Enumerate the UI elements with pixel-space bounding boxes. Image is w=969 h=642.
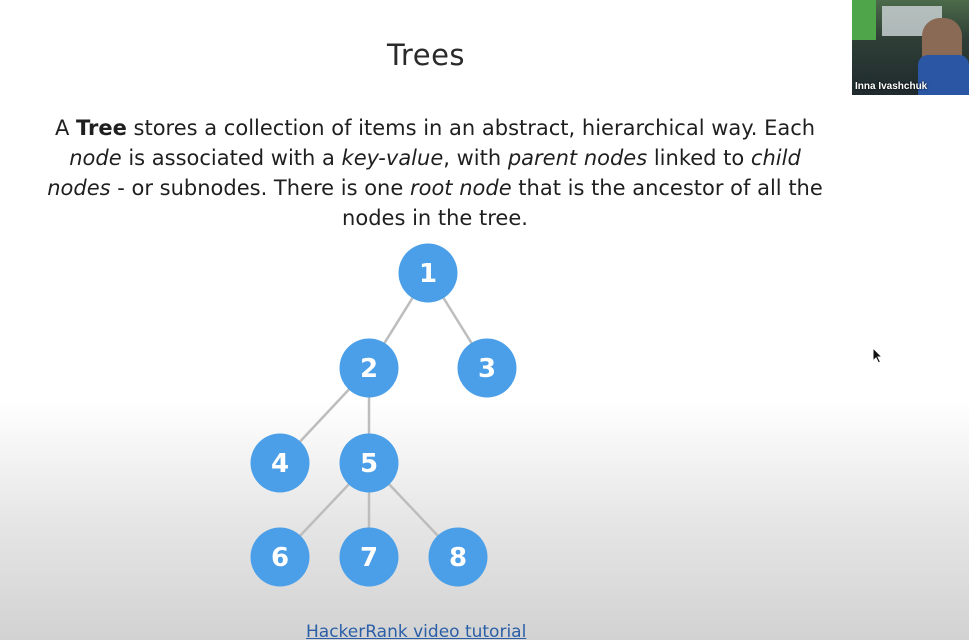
tree-node-8: 8 xyxy=(428,527,488,587)
desc-text-4: , with xyxy=(443,146,508,170)
tree-node-6: 6 xyxy=(250,527,310,587)
tree-node-circle xyxy=(250,433,310,493)
tree-node-4: 4 xyxy=(250,433,310,493)
tree-node-circle xyxy=(457,338,517,398)
tree-node-circle xyxy=(250,527,310,587)
tree-node-label: 7 xyxy=(360,543,378,573)
tree-node-2: 2 xyxy=(339,338,399,398)
desc-italic-parent-nodes: parent nodes xyxy=(507,146,648,170)
desc-italic-child-nodes: child nodes xyxy=(47,146,801,200)
tree-node-label: 1 xyxy=(419,259,437,289)
desc-italic-key-value: key-value xyxy=(341,146,444,170)
tree-node-label: 4 xyxy=(271,449,289,479)
tree-node-label: 6 xyxy=(271,543,289,573)
tree-node-label: 8 xyxy=(449,543,467,573)
tree-node-7: 7 xyxy=(339,527,399,587)
participant-shirt xyxy=(918,55,969,95)
slide-description: A Tree stores a collection of items in a… xyxy=(40,113,830,233)
desc-bold-tree: Tree xyxy=(75,116,127,140)
tree-node-circle xyxy=(398,243,458,303)
desc-text-7: that is the ancestor of all the nodes in… xyxy=(342,176,823,230)
desc-italic-node: node xyxy=(69,146,122,170)
desc-italic-root-node: root node xyxy=(409,176,512,200)
desc-text-3: is associated with a xyxy=(121,146,342,170)
slide-title: Trees xyxy=(386,38,466,72)
tree-node-5: 5 xyxy=(339,433,399,493)
tree-node-label: 5 xyxy=(360,449,378,479)
tree-node-label: 3 xyxy=(478,354,496,384)
desc-text-1: A xyxy=(54,116,76,140)
tree-node-label: 2 xyxy=(360,354,378,384)
tree-node-circle xyxy=(339,527,399,587)
desc-text-6: - or subnodes. There is one xyxy=(110,176,410,200)
tree-node-circle xyxy=(339,433,399,493)
participant-name: Inna Ivashchuk xyxy=(855,81,928,92)
tree-node-3: 3 xyxy=(457,338,517,398)
desc-text-5: linked to xyxy=(647,146,751,170)
participant-video-tile[interactable]: Inna Ivashchuk xyxy=(852,0,969,95)
tree-node-circle xyxy=(428,527,488,587)
desc-text-2: stores a collection of items in an abstr… xyxy=(126,116,816,140)
tree-node-1: 1 xyxy=(398,243,458,303)
tree-node-circle xyxy=(339,338,399,398)
mouse-cursor-icon xyxy=(872,347,884,364)
video-background-plant xyxy=(852,0,876,40)
hackerrank-tutorial-link[interactable]: HackerRank video tutorial xyxy=(306,622,527,642)
